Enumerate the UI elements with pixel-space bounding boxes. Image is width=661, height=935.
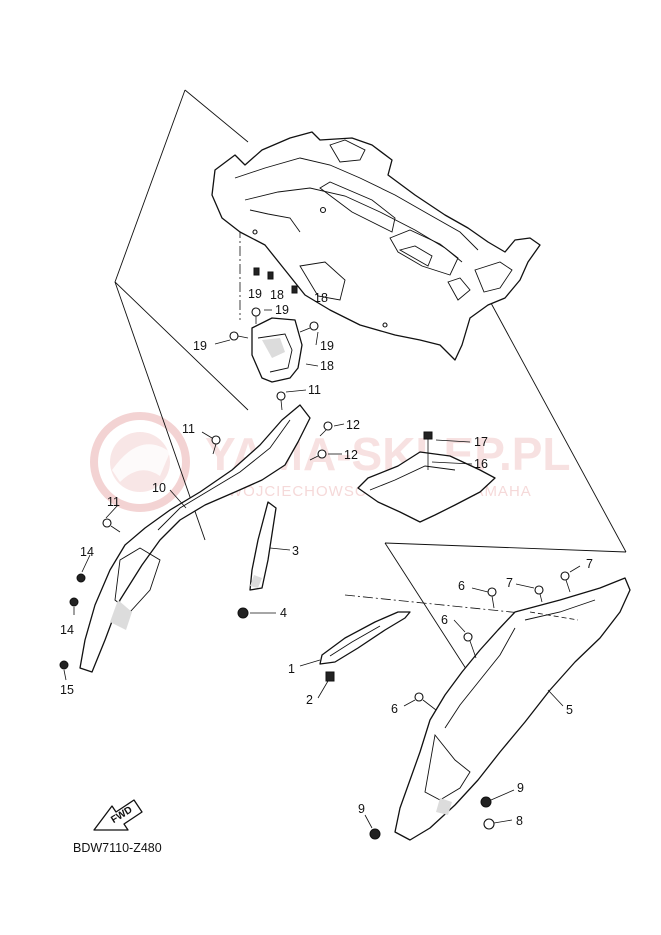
part-15-inner-panel	[357, 451, 496, 523]
callout-7: 7	[506, 576, 513, 590]
screw-12-a-icon	[319, 421, 333, 437]
clip-18-b-icon	[267, 271, 274, 280]
screw-11-a-icon	[276, 391, 286, 411]
callout-16: 17	[474, 435, 488, 449]
callout-19: 19	[275, 303, 289, 317]
callout-11: 11	[107, 495, 120, 509]
screw-19-a-icon	[251, 307, 261, 324]
leader-lines	[63, 309, 581, 829]
screw-11-c-icon	[102, 518, 121, 533]
screw-19-c-icon	[299, 321, 319, 333]
callout-6: 6	[441, 613, 448, 627]
callout-8: 8	[516, 814, 523, 828]
screw-9-b-icon	[369, 828, 381, 840]
callout-11: 11	[182, 422, 195, 436]
rear-body-assembly	[211, 131, 541, 361]
callout-18: 19	[248, 287, 262, 301]
part-17-inner-cover	[251, 317, 303, 383]
callout-12: 12	[344, 448, 358, 462]
screw-14-a-icon	[76, 573, 86, 583]
screw-6-a-icon	[487, 587, 497, 609]
part-5-right-side-panel	[394, 577, 631, 841]
screw-7-b-icon	[560, 571, 571, 593]
screw-9-a-icon	[480, 796, 492, 808]
fasteners	[59, 267, 571, 840]
callout-6: 6	[391, 702, 398, 716]
screw-6-c-icon	[414, 692, 437, 711]
callout-9: 9	[517, 781, 524, 795]
callout-13: 14	[60, 623, 74, 637]
callout-9: 9	[358, 802, 365, 816]
bolt-4-icon	[237, 607, 249, 619]
screw-14-b-icon	[59, 660, 69, 670]
callout-18: 18	[270, 288, 284, 302]
callout-17: 18	[320, 359, 334, 373]
callout-4: 4	[280, 606, 287, 620]
bolt-2-icon	[325, 671, 335, 682]
screw-13-icon	[69, 597, 79, 607]
part-10-left-side-panel	[79, 404, 311, 673]
callout-3: 3	[292, 544, 299, 558]
callout-12: 12	[346, 418, 360, 432]
callout-2: 2	[306, 693, 313, 707]
callout-1: 1	[288, 662, 295, 676]
clip-18-a-icon	[253, 267, 260, 276]
callouts: 19 18 18 19 19 19 18 11 11 11 12 12 17 1…	[60, 287, 593, 828]
screw-7-a-icon	[534, 585, 544, 603]
callout-6: 6	[458, 579, 465, 593]
callout-10: 10	[152, 481, 166, 495]
callout-14: 15	[60, 683, 74, 697]
part-3-bracket	[249, 501, 277, 591]
part-1-trim-strip	[319, 611, 411, 665]
screw-16-icon	[423, 431, 433, 470]
callout-14: 14	[80, 545, 94, 559]
fwd-direction-arrow-icon: FWD	[93, 799, 143, 831]
diagram-code: BDW7110-Z480	[73, 841, 162, 855]
callout-15: 16	[474, 457, 488, 471]
screw-8-icon	[483, 818, 495, 830]
screw-6-b-icon	[463, 632, 477, 659]
screw-19-b-icon	[229, 331, 249, 341]
callout-5: 5	[566, 703, 573, 717]
screw-12-b-icon	[309, 449, 327, 461]
callout-18: 18	[314, 291, 328, 305]
callout-11: 11	[308, 383, 321, 397]
clip-18-c-icon	[291, 285, 298, 294]
callout-7: 7	[586, 557, 593, 571]
watermark-logo-icon	[90, 412, 190, 512]
callout-19: 19	[320, 339, 334, 353]
callout-19: 19	[193, 339, 207, 353]
screw-11-b-icon	[211, 435, 221, 455]
